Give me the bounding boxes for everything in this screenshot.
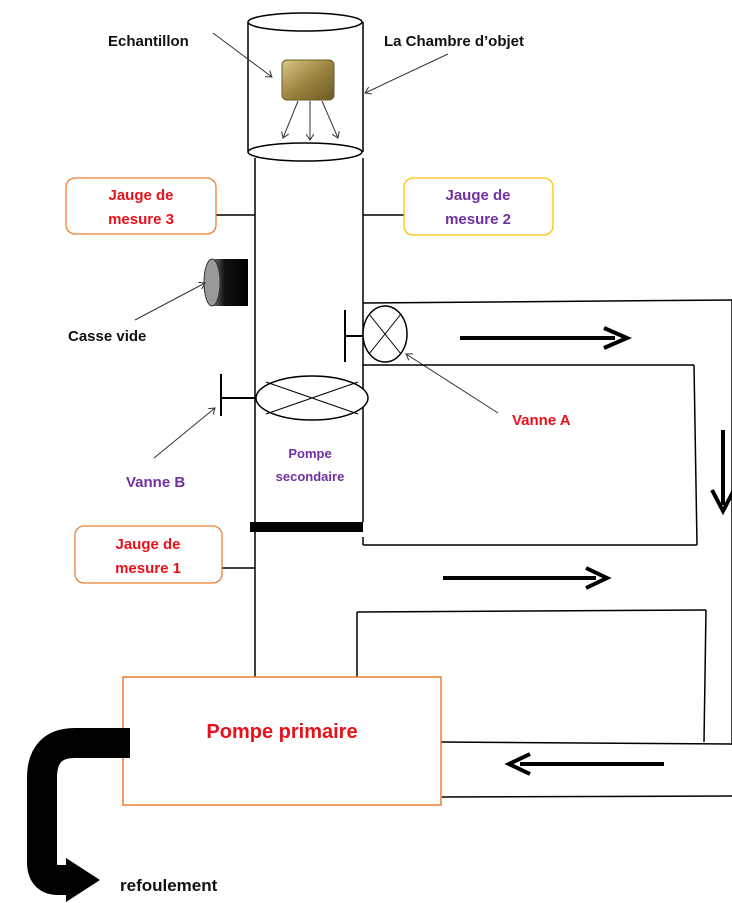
label-jauge2-line2: mesure 2: [445, 211, 511, 228]
vanne-a[interactable]: [344, 305, 408, 363]
flow-arrow-right-top: [460, 326, 633, 350]
jauge1-box: [74, 525, 223, 584]
label-casse-vide: Casse vide: [68, 328, 146, 345]
leader-vanne-b: [153, 408, 215, 459]
leader-chambre: [365, 53, 449, 93]
vanne-b[interactable]: [220, 374, 369, 421]
label-refoulement: refoulement: [120, 876, 218, 895]
jauge2-box: [403, 177, 554, 236]
sample: [282, 59, 338, 140]
label-echantillon: Echantillon: [108, 33, 189, 50]
jauge3-box: [65, 177, 217, 235]
label-chambre: La Chambre d’objet: [384, 33, 524, 50]
leader-casse-vide: [134, 283, 205, 321]
object-chamber: [247, 12, 364, 162]
label-pompe-primaire: Pompe primaire: [206, 721, 357, 743]
flow-arrow-down: [710, 430, 732, 516]
label-jauge2-line1: Jauge de: [445, 187, 510, 204]
label-pompe-secondaire-line1: Pompe: [288, 446, 331, 461]
side-piping: [356, 299, 732, 798]
secondary-pump-base: [250, 522, 363, 532]
casse-vide-valve[interactable]: [203, 258, 248, 307]
label-jauge1-line1: Jauge de: [115, 536, 180, 553]
label-vanne-a: Vanne A: [512, 412, 571, 429]
emission-arrows: [283, 100, 338, 140]
leader-echantillon: [212, 32, 272, 77]
flow-arrow-left-bottom: [504, 752, 664, 776]
pompe-primaire-box: [122, 676, 442, 806]
flow-arrow-right-middle: [443, 566, 612, 590]
label-jauge3-line2: mesure 3: [108, 211, 174, 228]
leader-vanne-a: [406, 354, 499, 414]
label-jauge3-line1: Jauge de: [108, 187, 173, 204]
label-pompe-secondaire-line2: secondaire: [276, 469, 345, 484]
exhaust-arrow: [27, 728, 130, 902]
label-jauge1-line2: mesure 1: [115, 560, 181, 577]
label-vanne-b: Vanne B: [126, 474, 185, 491]
